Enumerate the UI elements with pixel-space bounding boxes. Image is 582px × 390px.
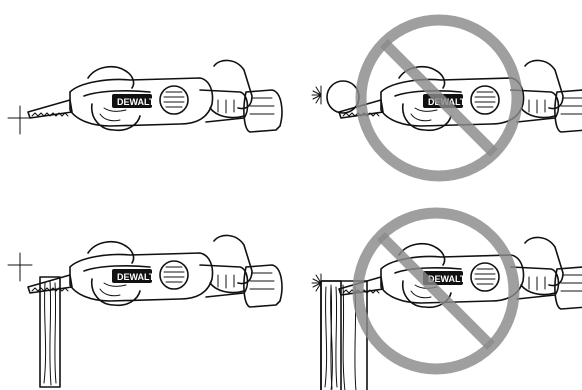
panel-incorrect-free-cut: DEWALT [291,0,582,195]
brand-label: DEWALT [117,272,155,282]
prohibited-icon [358,213,514,369]
panel-incorrect-wood-cut: DEWALT [291,195,582,390]
brand-label: DEWALT [117,97,155,107]
panel-correct-free-cut: DEWALT [0,0,291,195]
panel-correct-wood-cut: DEWALT [0,195,291,390]
prohibited-icon [361,20,517,176]
